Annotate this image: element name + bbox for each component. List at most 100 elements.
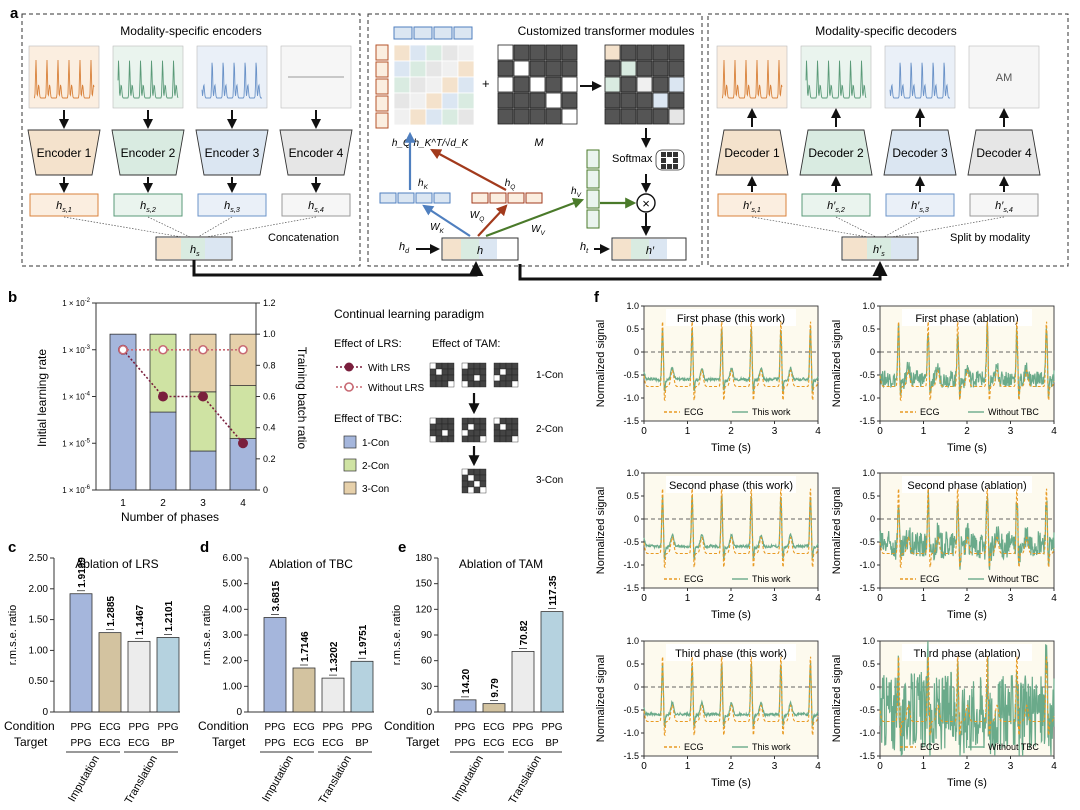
c-bar-0 [69,593,93,713]
tam-mini-cell [461,368,469,376]
f-series-ecg [643,488,819,569]
f-series-ecg [643,656,819,737]
f-ytick-label: 0 [634,514,639,524]
f-ytick-label: 0.5 [862,491,875,501]
tam-mini-cell [435,417,443,425]
tbc-legend-label-3-Con: 3-Con [362,484,389,495]
tam-mini-cell [461,362,469,370]
f-series-ecg [879,656,1055,737]
f-ytick-label: -0.5 [859,370,875,380]
f-ytick-label: 0.5 [862,324,875,334]
wv-label: WV [531,224,545,237]
paradigm-title: Continual learning paradigm [334,307,484,321]
tam-title: Effect of TAM: [432,338,500,350]
f-title-bg [902,644,1032,661]
masked-attention-cell [652,92,669,109]
e-value-label-1: 9.79 [490,678,501,698]
hps-box-3 [885,193,955,217]
panel-label-c: c [8,539,16,556]
d-target-0: PPG [264,738,285,749]
hq-vector-cell [489,192,507,204]
f-ytick-label: 0 [870,682,875,692]
d-value-label-0: 3.6815 [271,580,282,611]
hs-label: hs [190,244,200,258]
f-xtick-label: 2 [964,761,970,772]
b-point-with-lrs [238,438,248,449]
f-ytick-label: -1.0 [623,560,639,570]
f-legend-ecg-label: ECG [920,407,940,417]
f-ytick-label: -0.5 [623,370,639,380]
c-ytick-label: 2.50 [29,553,49,564]
hk-vector-cell [415,192,433,204]
masked-attention-cell [652,76,669,93]
c-bar-1 [98,632,122,713]
hs-seg-1 [157,238,181,259]
e-bar-3 [540,611,564,713]
f-ylabel: Normalized signal [831,487,843,574]
c-value-label-3: 1.2101 [164,600,175,631]
e-target-0: PPG [454,738,475,749]
h-label: h [477,245,483,257]
b-point-without-lrs [238,344,248,355]
key-vector-cell [375,78,389,95]
masked-attention-cell [620,108,637,125]
b-point-without-lrs [158,344,168,355]
f-title: Third phase (this work) [675,648,787,660]
hps-label: h′s [873,244,885,258]
tam-mini-cell [511,362,519,370]
hps-label-2: h′s,2 [827,200,845,214]
hs-box-2 [113,193,183,217]
tam-mini-cell [479,423,487,431]
attention-cell [457,92,475,110]
query-vector-cell [453,26,473,40]
tam-mini-cell [473,468,481,476]
decoder-signal-box-1 [716,45,788,109]
hs-box-4 [281,193,351,217]
decoder-block-2 [799,129,873,176]
b-bar-1-Con-3 [189,450,217,491]
d-ytick-label: 4.00 [223,604,243,615]
c-target-3: BP [161,738,175,749]
tam-mini-cell [479,368,487,376]
c-cond-2: PPG [128,722,149,733]
chart-d: Ablation of TBC01.002.003.004.005.006.00… [201,553,374,806]
e-bar-1 [482,703,506,713]
tam-mini-cell [493,423,501,431]
panel-d: d Ablation of TBC01.002.003.004.005.006.… [200,539,374,806]
hprime-seg-1 [613,239,631,259]
arrow-h-to-hq [477,204,508,237]
c-ytick-label: 1.00 [29,645,49,656]
d-cond-2: PPG [322,722,343,733]
tam-mini-cell [511,423,519,431]
b-bar-1-Con-1 [109,333,137,491]
tam-mini-cell [511,435,519,443]
attention-cell [393,44,411,62]
tam-mini-cell [467,362,475,370]
d-target-2: ECG [322,738,344,749]
tam-mini-cell [461,380,469,388]
masked-attention-cell [604,60,621,77]
tam-mini-cell [499,368,507,376]
f-legend-ecg-label: ECG [920,574,940,584]
f-ytick-label: 0.5 [626,491,639,501]
f-legend-model-label: Without TBC [988,742,1039,752]
hv-label: hV [571,186,582,199]
tam-mini-cell [429,380,437,388]
e-ytick-label: 30 [421,681,433,692]
tbc-legend-swatch-2-Con [343,458,357,472]
softmax-mini-cell [667,158,672,163]
attention-cell [393,108,411,126]
masked-attention-cell [620,60,637,77]
attention-cell [441,60,459,78]
hprime-seg-3 [649,239,667,259]
e-bar-0 [453,699,477,713]
f-legend-model-label: Without TBC [988,407,1039,417]
d-target-1: ECG [293,738,315,749]
e-ytick-label: 60 [421,656,433,667]
d-ytick-label: 3.00 [223,630,243,641]
panel-label-b: b [8,289,17,306]
attention-cell [393,60,411,78]
